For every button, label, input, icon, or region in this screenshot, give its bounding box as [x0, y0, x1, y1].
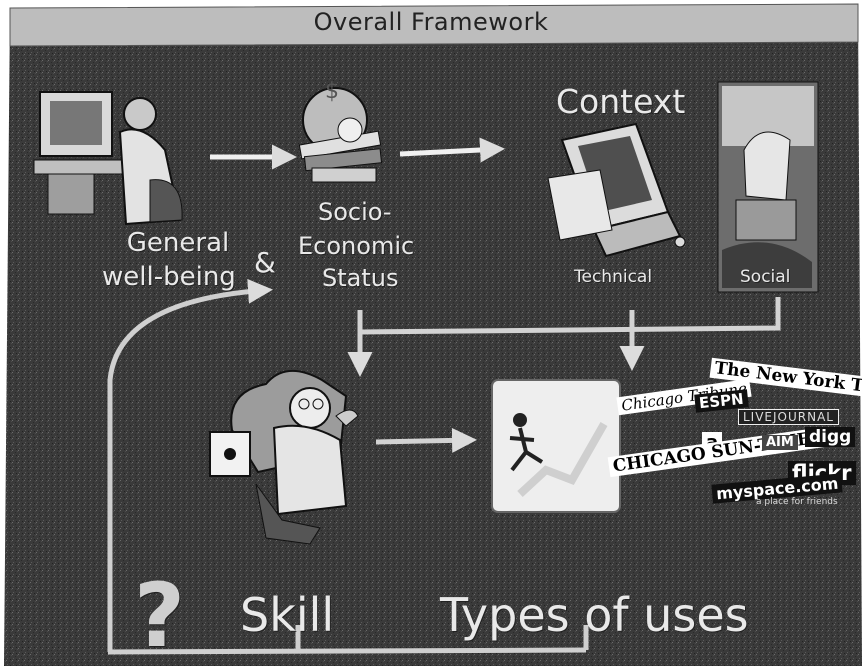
feedback-arrow-left [107, 278, 273, 652]
social-collage-icon [717, 81, 819, 293]
slide-title: Overall Framework [313, 8, 549, 36]
question-mark: ? [134, 564, 186, 666]
social-label: Social [740, 267, 791, 287]
feedback-bottom-line [107, 647, 587, 655]
types-of-uses-label: Types of uses [440, 588, 749, 642]
thinking-man-icon [209, 369, 359, 545]
livejournal-logo: LIVEJOURNAL [738, 409, 839, 425]
ampersand-label: & [254, 246, 276, 279]
technical-label: Technical [574, 267, 653, 287]
connector-context-bar [359, 297, 781, 335]
svg-text:$: $ [325, 79, 339, 104]
socio-economic-status-line3: Status [322, 264, 399, 292]
money-and-books-icon: $ [298, 79, 383, 183]
desktop-computer-icon [547, 122, 686, 258]
title-bar [9, 3, 859, 47]
general-wellbeing-line2: well-being [102, 262, 236, 292]
socio-economic-status-line2: Economic [298, 232, 415, 260]
socio-economic-status-line1: Socio- [318, 198, 392, 226]
myspace-tagline: a place for friends [756, 497, 838, 507]
aim-logo: AIM [762, 435, 798, 450]
general-wellbeing-line1: General [126, 228, 230, 258]
arrow-skill-to-uses [375, 427, 477, 453]
skill-label: Skill [240, 588, 335, 642]
running-man-chart-icon [491, 379, 621, 513]
context-label: Context [556, 82, 686, 121]
arrow-ses-to-context [399, 137, 505, 163]
digg-logo: digg [805, 427, 856, 447]
person-at-computer-icon [33, 91, 183, 226]
